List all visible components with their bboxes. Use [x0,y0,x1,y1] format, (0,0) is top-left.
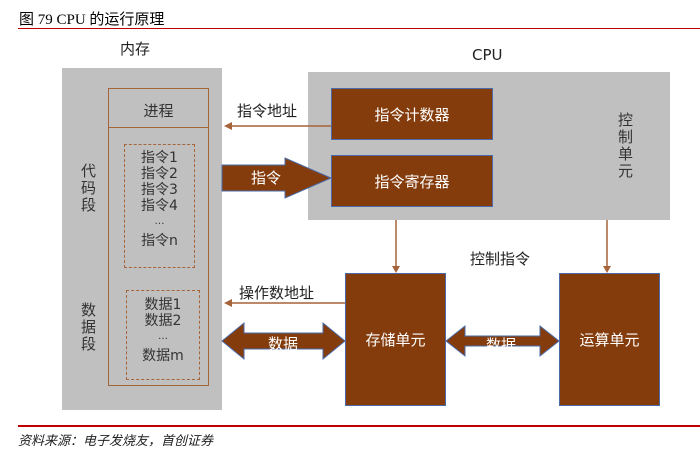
instruction-item: 指令4 [141,198,178,214]
control-arrow-storage-head [392,266,400,273]
instruction-register: 指令寄存器 [331,155,493,207]
memory-panel [62,68,222,410]
instruction-item: 指令1 [141,150,178,166]
instruction-address-label: 指令地址 [237,102,298,120]
title-divider [18,28,700,29]
process-label: 进程 [143,102,174,120]
instruction-item: 指令3 [141,182,178,198]
instruction-list: 指令1 指令2 指令3 指令4 … 指令n [124,144,195,268]
source-divider [18,425,700,427]
data-item: 数据1 [144,297,182,313]
alu: 运算单元 [559,273,660,406]
figure-source: 资料来源：电子发烧友，首创证券 [18,434,214,449]
data-arrow-memory [221,321,346,361]
instruction-item: 指令n [141,233,178,249]
process-header-divider [108,127,209,128]
instruction-address-arrowhead [224,122,232,130]
storage-unit: 存储单元 [345,273,446,406]
instruction-item: 指令2 [141,166,178,182]
data-list: 数据1 数据2 … 数据m [126,290,200,380]
data-label-alu: 数据 [486,336,517,354]
figure-title: 图 79 CPU 的运行原理 [19,12,165,28]
cpu-label: CPU [472,46,503,64]
instruction-label: 指令 [251,169,282,187]
process-box [108,88,209,386]
data-item: 数据2 [144,313,182,329]
data-item: 数据m [142,348,184,364]
code-segment-label: 代码段 [79,163,97,214]
control-instruction-label: 控制指令 [470,250,531,268]
memory-label: 内存 [120,40,151,58]
control-arrow-alu-head [603,266,611,273]
control-unit-label: 控制单元 [616,112,634,180]
data-arrow-alu [445,324,560,358]
data-segment-label: 数据段 [79,302,97,353]
operand-address-arrowhead [224,299,232,307]
program-counter: 指令计数器 [331,88,493,140]
data-ellipsis: … [158,331,168,342]
data-label-memory: 数据 [268,335,299,353]
operand-address-label: 操作数地址 [239,284,315,302]
instruction-ellipsis: … [154,216,165,227]
instruction-arrow [221,157,333,199]
